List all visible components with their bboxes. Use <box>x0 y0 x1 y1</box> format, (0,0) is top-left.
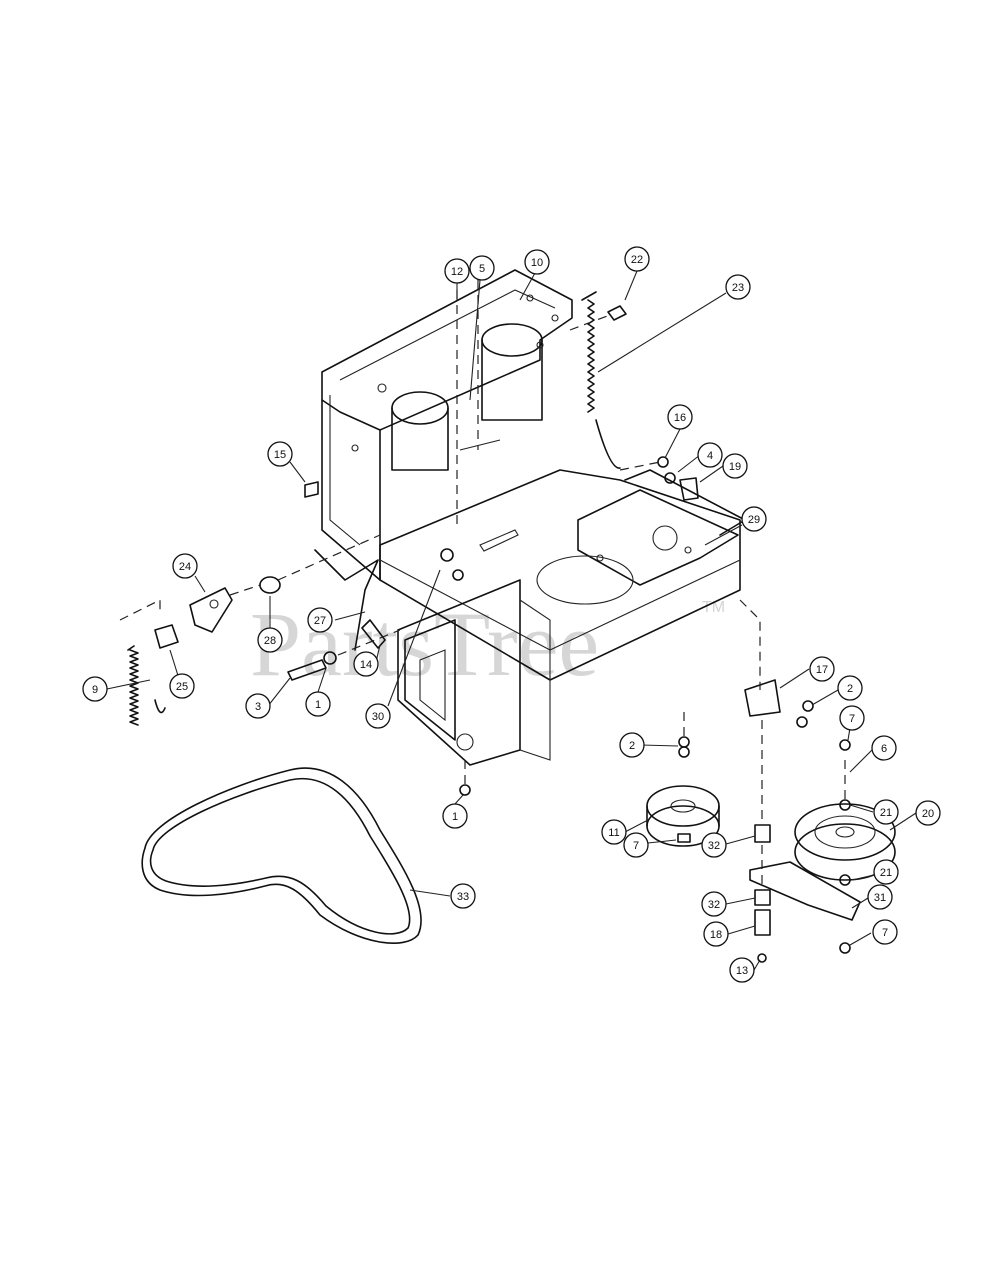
assembly-lines <box>119 280 846 890</box>
callout: 15 <box>267 441 293 467</box>
svg-text:22: 22 <box>631 254 643 266</box>
svg-text:20: 20 <box>922 808 934 820</box>
svg-text:32: 32 <box>708 840 720 852</box>
callout: 30 <box>365 703 391 729</box>
callout: 17 <box>809 656 835 682</box>
watermark-tm: TM <box>702 599 725 616</box>
svg-text:6: 6 <box>881 743 887 755</box>
callout: 1 <box>442 803 468 829</box>
callout: 11 <box>601 819 627 845</box>
svg-text:24: 24 <box>179 561 191 573</box>
callout: 12 <box>444 258 470 284</box>
svg-text:10: 10 <box>531 257 543 269</box>
svg-text:3: 3 <box>255 701 261 713</box>
svg-text:19: 19 <box>729 461 741 473</box>
callout: 10 <box>524 249 550 275</box>
callout: 6 <box>871 735 897 761</box>
callout: 14 <box>353 651 379 677</box>
callout: 27 <box>307 607 333 633</box>
svg-text:1: 1 <box>452 811 458 823</box>
belt-33 <box>141 767 422 944</box>
callout: 16 <box>667 404 693 430</box>
svg-text:18: 18 <box>710 929 722 941</box>
callout: 5 <box>469 255 495 281</box>
callout: 20 <box>915 800 941 826</box>
callout: 13 <box>729 957 755 983</box>
svg-text:12: 12 <box>451 266 463 278</box>
callout: 25 <box>169 673 195 699</box>
spring-9 <box>127 645 166 726</box>
svg-text:17: 17 <box>816 664 828 676</box>
svg-text:7: 7 <box>882 927 888 939</box>
spring-23 <box>581 291 621 469</box>
callout: 3 <box>245 693 271 719</box>
callout: 32 <box>701 832 727 858</box>
callout: 4 <box>697 442 723 468</box>
svg-text:28: 28 <box>264 635 276 647</box>
callout: 2 <box>619 732 645 758</box>
svg-text:14: 14 <box>360 659 372 671</box>
callout: 21 <box>873 799 899 825</box>
svg-text:16: 16 <box>674 412 686 424</box>
svg-text:31: 31 <box>874 892 886 904</box>
callout: 21 <box>873 859 899 885</box>
svg-text:21: 21 <box>880 867 892 879</box>
svg-text:21: 21 <box>880 807 892 819</box>
svg-text:2: 2 <box>847 683 853 695</box>
callout: 22 <box>624 246 650 272</box>
svg-text:33: 33 <box>457 891 469 903</box>
callout: 9 <box>82 676 108 702</box>
callouts: 12 5 10 22 23 15 16 4 19 29 24 28 27 9 2… <box>82 246 941 983</box>
callout: 19 <box>722 453 748 479</box>
svg-text:15: 15 <box>274 449 286 461</box>
callout: 1 <box>305 691 331 717</box>
svg-text:2: 2 <box>629 740 635 752</box>
callout: 18 <box>703 921 729 947</box>
svg-text:7: 7 <box>849 713 855 725</box>
svg-text:4: 4 <box>707 450 713 462</box>
callout: 33 <box>450 883 476 909</box>
callout: 7 <box>872 919 898 945</box>
svg-text:7: 7 <box>633 840 639 852</box>
callout: 31 <box>867 884 893 910</box>
callout: 32 <box>701 891 727 917</box>
callout: 7 <box>623 832 649 858</box>
svg-text:27: 27 <box>314 615 326 627</box>
callout: 23 <box>725 274 751 300</box>
svg-text:9: 9 <box>92 684 98 696</box>
svg-text:29: 29 <box>748 514 760 526</box>
svg-text:5: 5 <box>479 263 485 275</box>
svg-text:1: 1 <box>315 699 321 711</box>
leader-lines <box>106 270 917 971</box>
watermark-text: PartsTree <box>250 593 599 695</box>
svg-text:11: 11 <box>608 827 619 839</box>
svg-text:32: 32 <box>708 899 720 911</box>
callout: 29 <box>741 506 767 532</box>
pulley-assembly <box>646 679 896 963</box>
svg-text:13: 13 <box>736 965 748 977</box>
frame-assembly <box>314 269 746 766</box>
callout: 24 <box>172 553 198 579</box>
callout: 28 <box>257 627 283 653</box>
svg-text:25: 25 <box>176 681 188 693</box>
svg-text:23: 23 <box>732 282 744 294</box>
svg-text:30: 30 <box>372 711 384 723</box>
callout: 7 <box>839 705 865 731</box>
callout: 2 <box>837 675 863 701</box>
